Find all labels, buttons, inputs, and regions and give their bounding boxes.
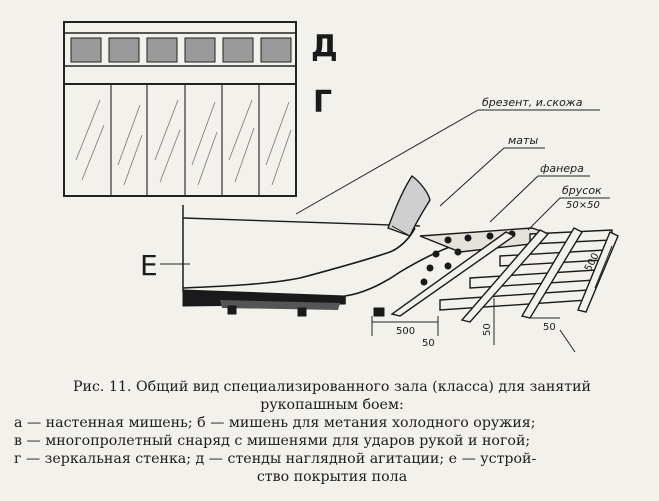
bar-lattice: [390, 227, 619, 323]
caption-line-e: ство покрытия пола: [256, 469, 408, 485]
annotation-brusok-size: 50×50: [566, 200, 600, 211]
label-g: Г: [313, 85, 332, 120]
dim-50-b: 50: [543, 322, 556, 333]
mirror-panels: [75, 84, 292, 196]
figure-caption: Рис. 11. Общий вид специализированного з…: [14, 378, 650, 486]
caption-title-line1: Рис. 11. Общий вид специализированного з…: [72, 379, 592, 395]
caption-line-v: в — многопролетный снаряд с мишенями для…: [14, 433, 531, 449]
dim-50-c: 50: [422, 338, 435, 349]
annotation-brezent: брезент, и.скожа: [482, 96, 583, 109]
label-d: Д: [311, 29, 338, 64]
agitation-stands: [70, 37, 292, 63]
caption-line-a: а — настенная мишень; б — мишень для мет…: [14, 415, 536, 431]
floor-section: [182, 174, 619, 323]
caption-line-g: г — зеркальная стенка; д — стенды нагляд…: [14, 451, 537, 467]
figure-drawing: Д Г Е: [63, 21, 619, 353]
wall-panel: [63, 21, 297, 197]
annotation-fanera: фанера: [540, 162, 584, 175]
annotation-maty: маты: [508, 134, 538, 147]
caption-title-line2: рукопашным боем:: [260, 397, 404, 413]
label-e: Е: [140, 249, 158, 282]
dimension-lines: [371, 245, 613, 353]
annotation-brusok: брусок: [562, 184, 602, 197]
dim-50-a: 50: [482, 323, 493, 336]
leader-lines: [295, 109, 610, 231]
dim-500-left: 500: [396, 326, 415, 337]
